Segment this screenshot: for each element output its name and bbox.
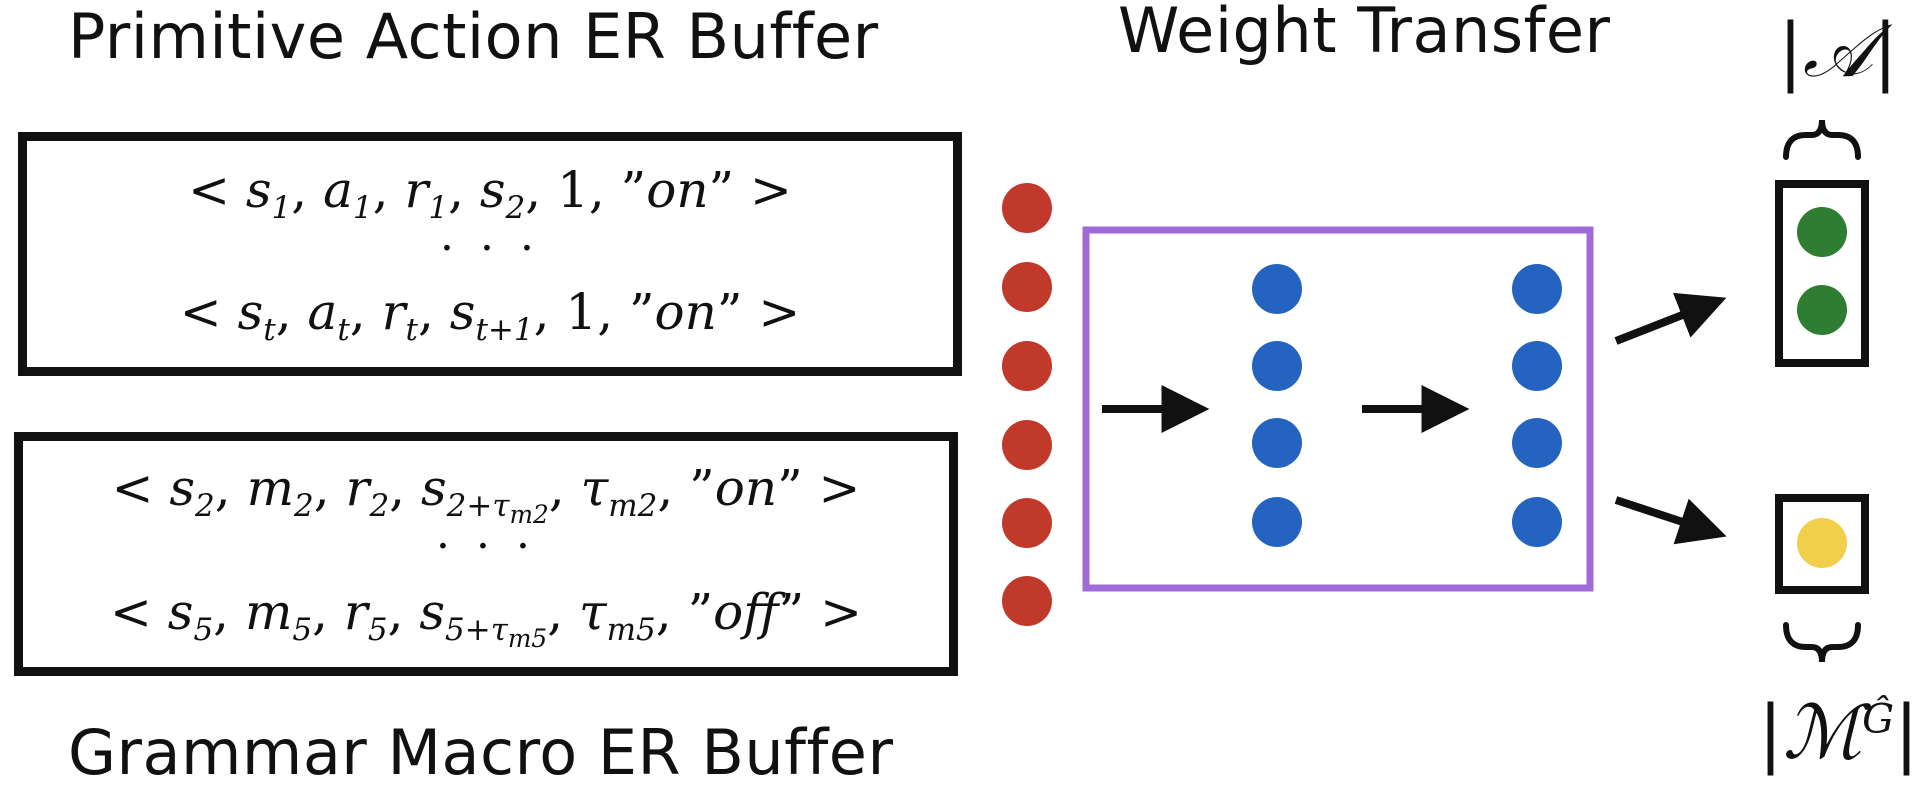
input-node [1002,420,1052,470]
input-node [1002,183,1052,233]
hidden-node [1252,497,1302,547]
action-output-box [1775,180,1869,367]
grammar-macro-buffer: < s2, m2, r2, s2+τm2, τm2, ”on” > · · · … [14,432,958,676]
hidden-node [1512,341,1562,391]
macro-space-superscript: Ĝ [1862,696,1895,743]
action-node [1797,207,1847,257]
hidden-layer-1 [1252,264,1302,547]
primitive-tuple-first: < s1, a1, r1, s2, 1, ”on” > [188,161,792,226]
macro-output-box [1775,494,1869,594]
action-node [1797,285,1847,335]
hidden-node [1512,418,1562,468]
weight-transfer-title: Weight Transfer [1118,0,1611,67]
hidden-node [1252,418,1302,468]
input-node [1002,262,1052,312]
hidden-node [1512,497,1562,547]
macro-tuple-last: < s5, m5, r5, s5+τm5, τm5, ”off” > [109,583,863,654]
action-space-label: |𝒜| [1778,8,1898,94]
macro-space-symbol: |ℳ [1758,690,1863,776]
input-node [1002,341,1052,391]
macro-ellipsis: · · · [436,521,536,572]
action-brace-icon [1783,119,1861,160]
macro-tuple-first: < s2, m2, r2, s2+τm2, τm2, ”on” > [111,459,861,530]
primitive-ellipsis: · · · [440,223,540,274]
input-layer [1002,183,1052,626]
input-node [1002,576,1052,626]
input-node [1002,498,1052,548]
macro-space-label: |ℳĜ| [1758,690,1919,776]
macro-buffer-title: Grammar Macro ER Buffer [68,716,894,789]
macro-brace-icon [1783,622,1861,663]
macro-space-close: | [1894,690,1919,776]
hidden-node [1252,264,1302,314]
arrow-to-macro-head [1614,496,1727,545]
arrow-to-action-head [1614,292,1727,345]
hidden-node [1252,341,1302,391]
weight-transfer-box [1082,226,1594,592]
primitive-tuple-last: < st, at, rt, st+1, 1, ”on” > [179,283,801,348]
primitive-buffer-title: Primitive Action ER Buffer [68,0,879,73]
hidden-node [1512,264,1562,314]
primitive-action-buffer: < s1, a1, r1, s2, 1, ”on” > · · · < st, … [18,132,962,376]
hidden-layer-2 [1512,264,1562,547]
macro-node [1797,518,1847,568]
